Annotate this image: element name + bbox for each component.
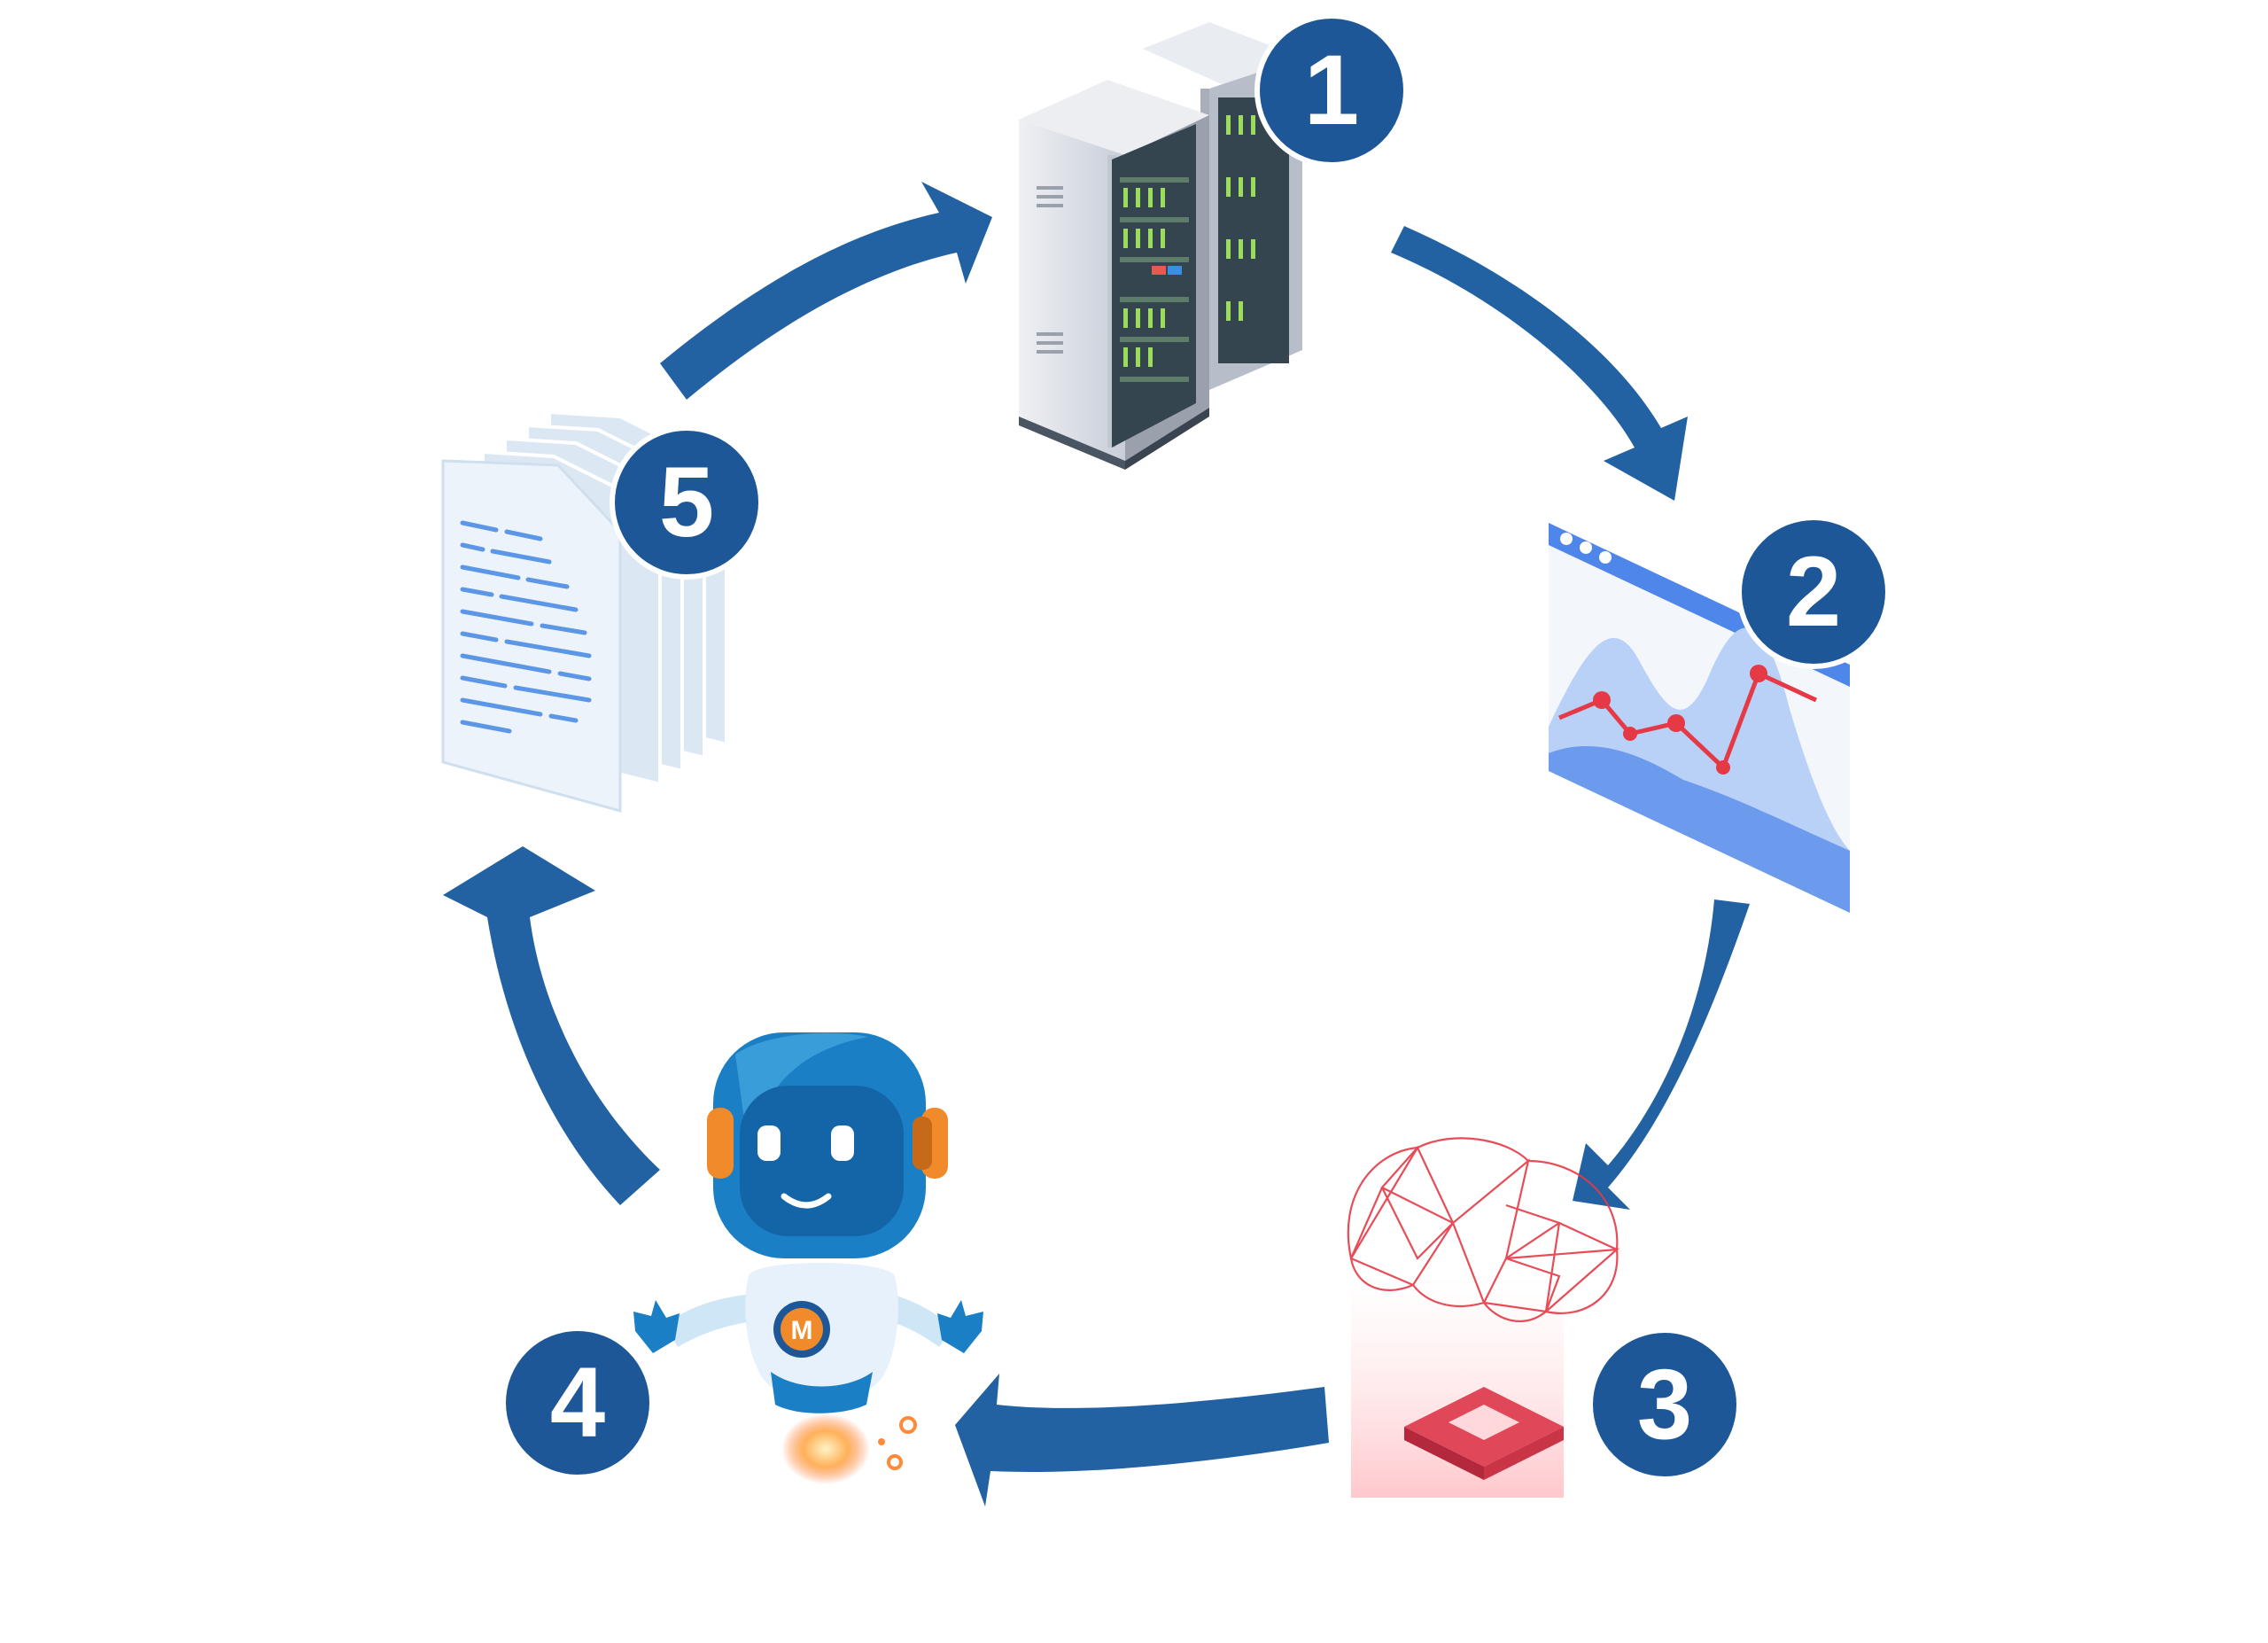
arrow-1-to-2 <box>1391 226 1688 501</box>
arrow-3-to-4 <box>955 1374 1329 1507</box>
step-number-2: 2 <box>1786 536 1841 647</box>
ai-brain-chip-icon <box>1347 1137 1620 1498</box>
robot-logo: M <box>773 1301 830 1358</box>
step-number-5: 5 <box>659 447 714 557</box>
robot-mascot-icon: M <box>633 1032 983 1484</box>
step-number-1: 1 <box>1304 35 1359 145</box>
robot-logo-letter: M <box>791 1316 813 1345</box>
step-badge-2: 2 <box>1736 515 1891 669</box>
arrow-5-to-1 <box>660 182 992 400</box>
step-badge-4: 4 <box>501 1326 655 1480</box>
step-number-3: 3 <box>1637 1349 1692 1460</box>
cycle-arrows <box>443 182 1750 1507</box>
arrow-2-to-3 <box>1573 899 1750 1210</box>
step-badge-3: 3 <box>1588 1328 1742 1482</box>
step-number-4: 4 <box>550 1347 605 1458</box>
step-badge-1: 1 <box>1254 13 1409 167</box>
step-badge-5: 5 <box>610 425 764 580</box>
arrow-4-to-5 <box>443 846 660 1205</box>
